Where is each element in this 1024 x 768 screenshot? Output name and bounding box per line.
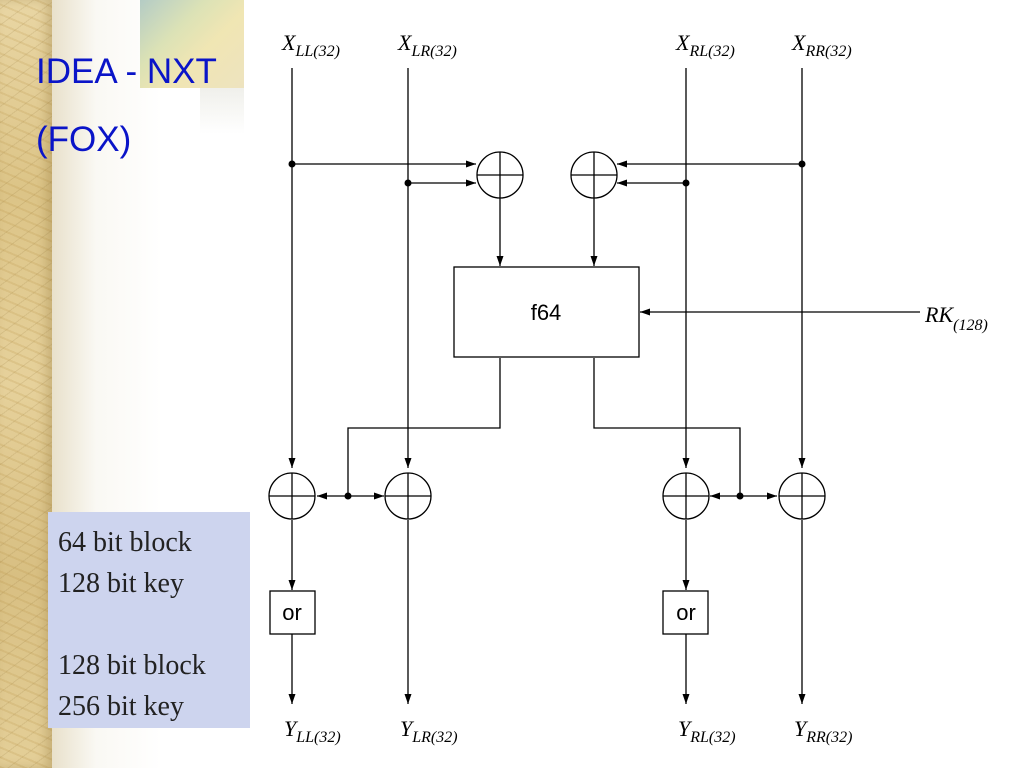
xor-bottom-rr [778,472,826,520]
or-right-label: or [676,600,696,625]
round-key-label: RK(128) [924,302,988,334]
line-f64-left-output [347,358,501,496]
leaf-corner-image [140,0,244,88]
f64-box [453,266,640,358]
input-label-xrr: XRR(32) [791,30,852,60]
info-line-key-256: 256 bit key [58,691,184,722]
junction-dot [682,179,690,187]
junction-dot [736,492,744,500]
line-f64-right-output [593,358,741,496]
junction-dot [798,160,806,168]
xor-top-left [476,151,524,199]
corner-shadow [200,88,244,134]
xor-bottom-ll [268,472,316,520]
parchment-strip [0,0,52,768]
f64-label: f64 [531,300,562,325]
output-label-yrr: YRR(32) [794,716,852,746]
slide-title: IDEA - NXT (FOX) [36,38,217,174]
junction-dot [404,179,412,187]
junction-dot [344,492,352,500]
output-label-yll: YLL(32) [284,716,341,746]
info-line-key-128: 128 bit key [58,568,184,599]
output-label-ylr: YLR(32) [400,716,458,746]
input-label-xrl: XRL(32) [675,30,735,60]
info-line-block-64: 64 bit block [58,527,192,558]
junction-dot [288,160,296,168]
output-label-yrl: YRL(32) [678,716,736,746]
input-label-xlr: XLR(32) [397,30,457,60]
or-box-right [662,590,709,635]
title-line-2: (FOX) [36,120,132,159]
xor-bottom-lr [384,472,432,520]
input-label-xll: XLL(32) [281,30,340,60]
info-line-block-128: 128 bit block [58,650,206,681]
or-left-label: or [282,600,302,625]
xor-bottom-rl [662,472,710,520]
title-line-1: IDEA - NXT [36,52,217,91]
or-box-left [269,590,316,635]
info-box: 64 bit block 128 bit key 128 bit block 2… [48,512,250,728]
xor-top-right [570,151,618,199]
